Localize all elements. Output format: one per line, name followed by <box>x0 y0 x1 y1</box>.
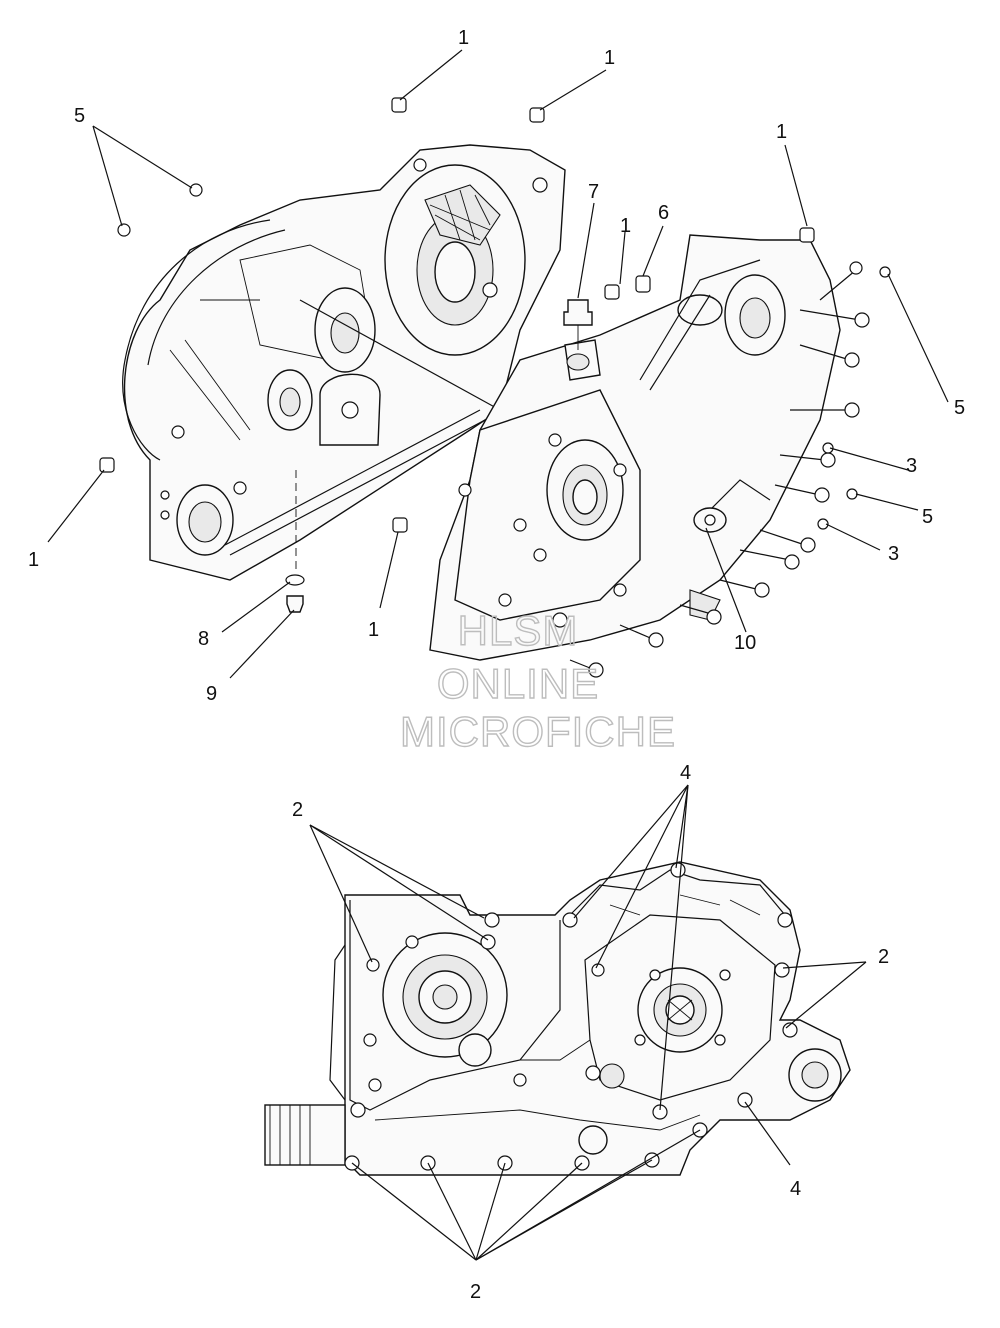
callout-9: 9 <box>206 683 217 705</box>
callout-10: 10 <box>734 632 756 654</box>
callout-5: 5 <box>74 105 85 127</box>
callout-1: 1 <box>604 47 615 69</box>
callout-labels: 1 1 1 1 1 1 2 2 2 3 3 4 4 5 5 5 6 7 8 9 … <box>28 27 965 1303</box>
crankcase-bolts-upper <box>569 261 870 678</box>
dowel-pins <box>99 97 815 533</box>
callout-6: 6 <box>658 202 669 224</box>
callout-3: 3 <box>888 543 899 565</box>
callout-1: 1 <box>368 619 379 641</box>
callout-1: 1 <box>776 121 787 143</box>
watermark-line-3: MICROFICHE <box>400 708 676 755</box>
fittings <box>563 275 651 350</box>
callout-5: 5 <box>922 506 933 528</box>
callout-5: 5 <box>954 397 965 419</box>
plugs <box>117 183 891 530</box>
left-crankcase-half <box>122 144 566 581</box>
callout-2: 2 <box>470 1281 481 1303</box>
assembled-crankcase <box>264 861 851 1176</box>
callout-7: 7 <box>588 181 599 203</box>
callout-3: 3 <box>906 455 917 477</box>
drain-plug-assembly <box>285 470 305 613</box>
leader-lines-upper <box>47 49 949 679</box>
right-crankcase-half <box>429 234 841 661</box>
leader-lines-lower <box>309 784 867 1261</box>
callout-4: 4 <box>680 762 691 784</box>
callout-8: 8 <box>198 628 209 650</box>
watermark-line-2: ONLINE <box>437 660 599 707</box>
callout-1: 1 <box>28 549 39 571</box>
callout-2: 2 <box>878 946 889 968</box>
callout-1: 1 <box>620 215 631 237</box>
watermark: HLSM ONLINE MICROFICHE <box>399 606 676 755</box>
callout-1: 1 <box>458 27 469 49</box>
callout-2: 2 <box>292 799 303 821</box>
watermark-line-1: HLSM <box>458 607 579 654</box>
callout-4: 4 <box>790 1178 801 1200</box>
